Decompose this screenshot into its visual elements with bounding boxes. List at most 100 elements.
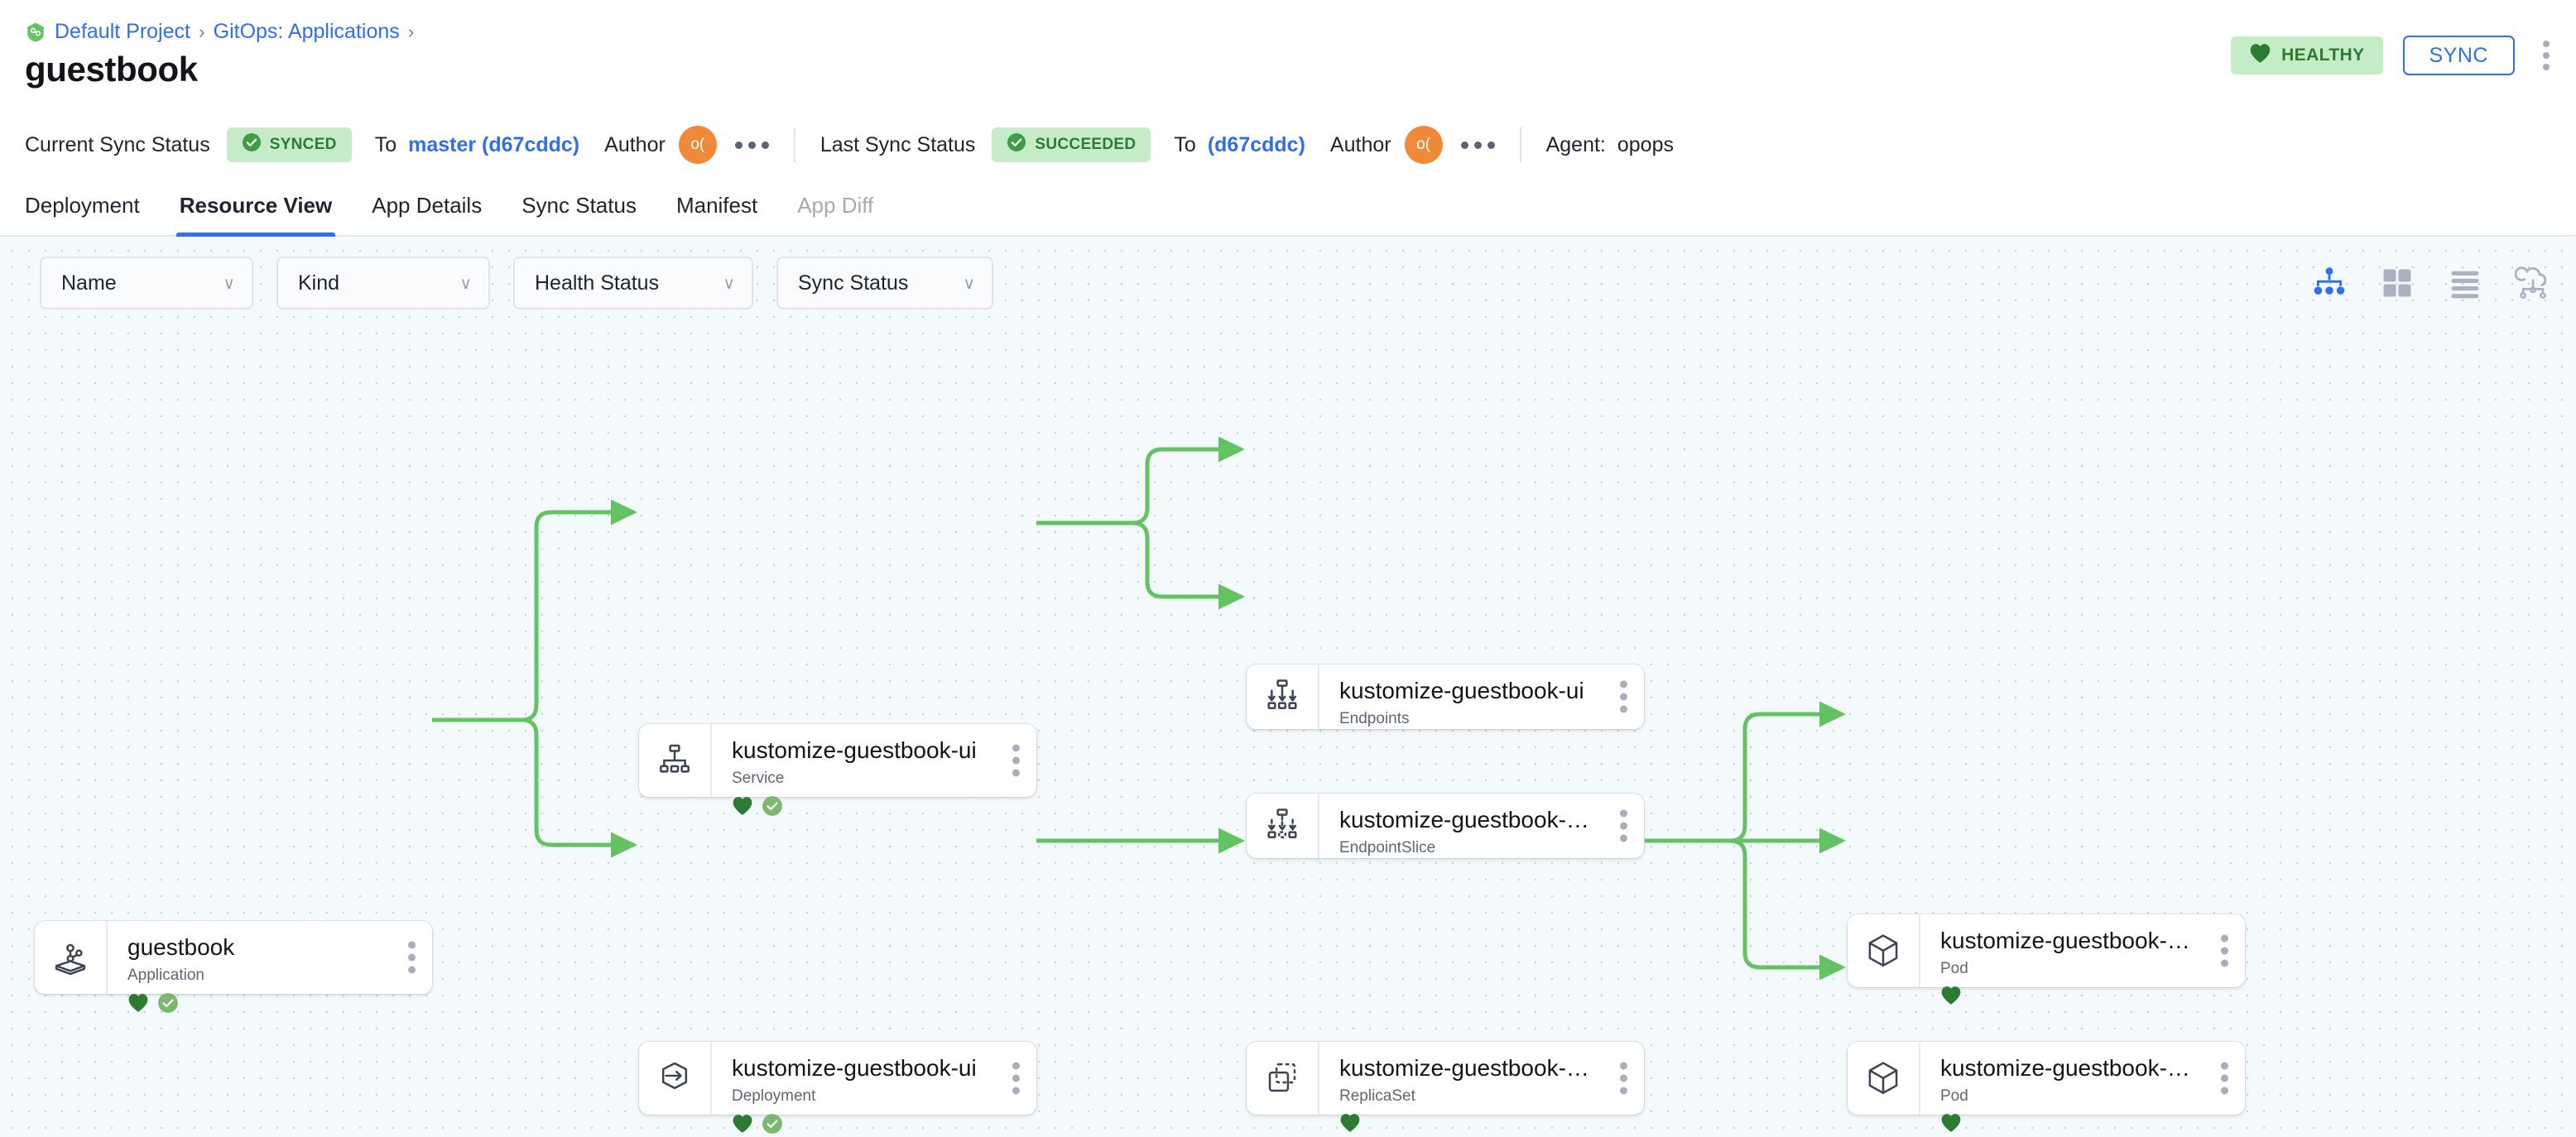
resource-node-menu-button[interactable] (1012, 1062, 1020, 1095)
filter-label: Kind (298, 271, 340, 295)
breadcrumb-separator-1: › (198, 21, 205, 42)
tab-manifest[interactable]: Manifest (656, 193, 777, 235)
last-sync-overflow-menu[interactable] (1460, 141, 1495, 149)
kebab-dot (1620, 822, 1627, 830)
kebab-dot (2543, 41, 2550, 47)
resource-node-menu-button[interactable] (2221, 934, 2228, 967)
health-heart-icon (732, 796, 753, 816)
deployment-icon (639, 1042, 710, 1115)
network-view-icon[interactable] (2515, 265, 2551, 301)
resource-node-name: guestbook (127, 934, 235, 960)
kebab-dot (1620, 693, 1627, 701)
health-heart-icon (1940, 986, 1962, 1005)
resource-node-menu-button[interactable] (408, 941, 416, 974)
resource-node-kind: Pod (1940, 1087, 1968, 1105)
current-author-label: Author (604, 132, 666, 156)
resource-node-menu-button[interactable] (1620, 1062, 1627, 1095)
filter-health-status[interactable]: Health Status∨ (513, 257, 753, 309)
kebab-dot (408, 966, 416, 974)
resource-node-kind: EndpointSlice (1339, 839, 1436, 856)
filter-label: Name (61, 271, 117, 295)
application-icon (35, 921, 106, 994)
kebab-dot (1012, 756, 1020, 765)
tab-label: App Diff (797, 193, 874, 218)
last-sync-status-text: SUCCEEDED (1035, 136, 1137, 153)
chevron-down-icon: ∨ (723, 274, 735, 293)
tree-view-icon[interactable] (2311, 265, 2348, 301)
heart-icon (2249, 43, 2271, 69)
replicaset-icon (1247, 1042, 1318, 1115)
current-sync-overflow-menu[interactable] (734, 141, 769, 149)
tab-label: Manifest (675, 193, 758, 218)
resource-node-menu-button[interactable] (1012, 744, 1020, 777)
tab-deployment[interactable]: Deployment (25, 193, 160, 235)
tab-sync-status[interactable]: Sync Status (502, 193, 656, 235)
resource-node-replicaset[interactable]: kustomize-guestbook-ui-...ReplicaSet (1247, 1042, 1644, 1132)
status-divider-1 (793, 127, 795, 162)
kebab-dot (1620, 680, 1627, 688)
kebab-dot (2221, 934, 2228, 943)
resource-node-menu-button[interactable] (1620, 809, 1627, 842)
page-title: guestbook (25, 50, 198, 89)
kebab-dot (2221, 1062, 2228, 1070)
sync-check-icon (762, 1113, 783, 1135)
kebab-dot (2543, 64, 2550, 70)
tab-app-details[interactable]: App Details (352, 193, 502, 235)
kebab-dot (1012, 744, 1020, 752)
resource-node-menu-button[interactable] (1620, 680, 1627, 713)
current-sync-revision-link[interactable]: master (d67cddc) (408, 132, 580, 156)
breadcrumb-section-link[interactable]: GitOps: Applications (213, 20, 400, 43)
filter-sync-status[interactable]: Sync Status∨ (776, 257, 993, 309)
resource-node-badges (1339, 1113, 1644, 1133)
kebab-dot (1620, 1074, 1627, 1082)
status-divider-2 (1519, 127, 1521, 162)
tab-resource-view[interactable]: Resource View (160, 193, 353, 237)
resource-node-kind: Pod (1940, 960, 1968, 977)
last-sync-revision-link[interactable]: (d67cddc) (1207, 132, 1305, 156)
resource-node-pod[interactable]: kustomize-guestbook-ui-... Pod (1848, 914, 2245, 1005)
sync-check-icon (157, 992, 179, 1014)
breadcrumb-project-link[interactable]: Default Project (55, 20, 190, 43)
grid-view-icon[interactable] (2379, 265, 2415, 301)
view-toggle-group (2311, 237, 2551, 329)
kebab-dot (1012, 769, 1020, 777)
filter-kind[interactable]: Kind ∨ (276, 257, 490, 309)
kebab-dot (1620, 834, 1627, 842)
health-heart-icon (732, 1114, 753, 1134)
kebab-dot (1460, 141, 1468, 149)
endpointslice-icon (1247, 794, 1318, 858)
header-actions: HEALTHY SYNC (2231, 36, 2558, 75)
resource-node-kind: Deployment (732, 1087, 816, 1105)
check-circle-icon (242, 132, 262, 157)
resource-node-menu-button[interactable] (2221, 1062, 2228, 1095)
current-sync-status-text: SYNCED (269, 136, 337, 153)
app-overflow-menu-button[interactable] (2535, 36, 2558, 75)
chevron-down-icon: ∨ (459, 274, 472, 293)
resource-node-name: kustomize-guestbook-ui-... (1339, 807, 1612, 832)
sync-button[interactable]: SYNC (2402, 36, 2515, 75)
filter-name[interactable]: Name∨ (40, 257, 253, 309)
last-author-avatar[interactable]: o( (1404, 126, 1443, 164)
sync-status-bar: Current Sync Status SYNCED To master (d6… (0, 116, 2576, 174)
resource-node-endpointslice[interactable]: kustomize-guestbook-ui-... EndpointSlice (1247, 794, 1644, 858)
resource-node-body: kustomize-guestbook-ui-... EndpointSlice (1318, 794, 1644, 858)
resource-graph-canvas[interactable]: Name∨Kind∨Health Status∨Sync Status∨ (0, 237, 2576, 1137)
current-author-avatar[interactable]: o( (678, 126, 717, 164)
resource-node-body: kustomize-guestbook-ui-...ReplicaSet (1318, 1042, 1644, 1132)
current-sync-status-badge: SYNCED (226, 127, 352, 162)
list-view-icon[interactable] (2447, 265, 2483, 301)
tab-label: Deployment (25, 193, 140, 218)
last-sync-status-badge: SUCCEEDED (992, 127, 1151, 162)
breadcrumb-separator-2: › (407, 21, 415, 42)
resource-node-pod[interactable]: kustomize-guestbook-ui-...Pod (1848, 1042, 2245, 1132)
resource-node-name: kustomize-guestbook-ui (732, 737, 977, 763)
kebab-dot (734, 141, 743, 149)
resource-node-name: kustomize-guestbook-ui-... (1940, 928, 2213, 953)
resource-node-kind: Endpoints (1339, 710, 1410, 727)
